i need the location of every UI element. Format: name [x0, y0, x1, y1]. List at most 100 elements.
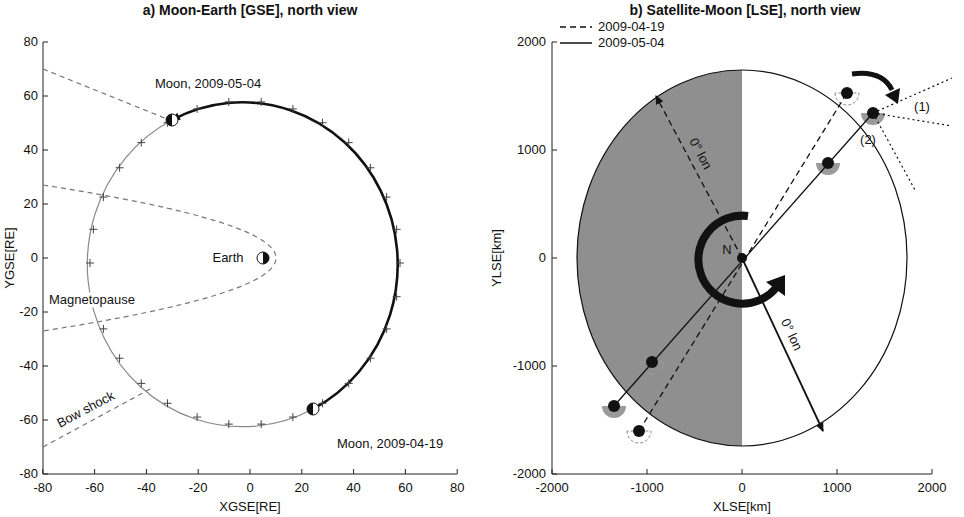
axis-tick [301, 469, 302, 474]
orbit-cross [225, 420, 233, 428]
orbit-crosses [86, 98, 404, 428]
orbit-cross [99, 325, 107, 333]
orbit-cross [366, 354, 374, 362]
earth-symbol [257, 252, 269, 264]
tick-label: 80 [450, 481, 464, 496]
satellite-line-dashed [639, 93, 847, 431]
longitude-label: 0° lon [777, 317, 805, 354]
tick-label: 20 [295, 481, 309, 496]
tick-label: -20 [19, 305, 38, 320]
tick-label: -60 [19, 413, 38, 428]
axis-tick [552, 366, 557, 367]
callout-number: (2) [860, 133, 876, 148]
lon-arrow-dashed [656, 96, 742, 258]
tick-label: -80 [19, 467, 38, 482]
legend-text: 2009-04-19 [598, 20, 665, 35]
axis-tick [552, 42, 557, 43]
axis-tick [742, 469, 743, 474]
tick-label: 60 [24, 89, 38, 104]
axis-title: XLSE[km] [713, 500, 771, 515]
axis-tick [43, 204, 48, 205]
orbit-thick [172, 102, 398, 409]
orbit-cross [366, 164, 374, 172]
moon-disc [577, 70, 907, 446]
tick-label: 40 [346, 481, 360, 496]
axis-tick [932, 469, 933, 474]
axis-tick [43, 474, 48, 475]
orbit-cross [257, 98, 265, 106]
orbit-cross [396, 259, 404, 267]
tick-label: 0 [738, 481, 745, 496]
axis-tick [837, 469, 838, 474]
moon-label: Moon, 2009-04-19 [337, 437, 443, 452]
tick-label: -2000 [513, 467, 546, 482]
tick-label: 40 [24, 143, 38, 158]
axis-tick [250, 469, 251, 474]
tick-label: 0 [539, 251, 546, 266]
boundary-label: Magnetopause [47, 293, 137, 308]
orbit-cross [137, 139, 145, 147]
legend-text: 2009-05-04 [598, 36, 665, 51]
orbit-cross [116, 354, 124, 362]
tick-label: -2000 [535, 481, 568, 496]
axis-tick [94, 469, 95, 474]
tick-label: -80 [33, 481, 52, 496]
orbit-cross [345, 379, 353, 387]
moon-label: Moon, 2009-05-04 [155, 77, 261, 92]
tick-label: 2000 [918, 481, 947, 496]
axis-tick [146, 469, 147, 474]
orbit-cross [319, 399, 327, 407]
rotation-arrow [698, 216, 785, 304]
axis-tick [552, 474, 557, 475]
orbit-cross [164, 399, 172, 407]
north-label: N [722, 243, 731, 258]
orbit-cross [137, 379, 145, 387]
orbit-cross [319, 119, 327, 127]
fov-wedges [602, 93, 885, 443]
tick-label: -60 [85, 481, 104, 496]
moon-night-half [577, 70, 742, 446]
tick-label: 60 [398, 481, 412, 496]
fov-lines [873, 78, 952, 190]
axis-tick [552, 258, 557, 259]
longitude-label: 0° lon [686, 136, 715, 172]
tick-label: 2000 [517, 35, 546, 50]
earth-label: Earth [212, 251, 243, 266]
tick-label: 0 [246, 481, 253, 496]
tick-label: 20 [24, 197, 38, 212]
axis-title: YGSE[RE] [3, 227, 18, 288]
axis-tick [552, 150, 557, 151]
axis-tick [647, 469, 648, 474]
tick-label: 80 [24, 35, 38, 50]
axis-tick [43, 366, 48, 367]
orbit-cross [193, 413, 201, 421]
axis-title: YLSE[km] [490, 229, 505, 287]
tick-label: -40 [19, 359, 38, 374]
orbit-cross [225, 98, 233, 106]
axis-title: XGSE[RE] [219, 500, 280, 515]
orbit-cross [289, 105, 297, 113]
axis-ticks [43, 42, 932, 474]
orbit-direction-arrow [852, 73, 900, 104]
orbit-cross [193, 105, 201, 113]
axis-tick [198, 469, 199, 474]
tick-label: -1000 [630, 481, 663, 496]
axis-tick [43, 420, 48, 421]
axis-tick [43, 258, 48, 259]
axis-tick [43, 150, 48, 151]
orbit-cross [257, 420, 265, 428]
orbit-cross [289, 413, 297, 421]
satellite-dots [608, 87, 879, 437]
orbit-cross [393, 225, 401, 233]
axis-tick [43, 42, 48, 43]
tick-label: -20 [189, 481, 208, 496]
orbit-cross [383, 193, 391, 201]
callout-number: (1) [914, 100, 930, 115]
orbit-cross [345, 139, 353, 147]
satellite-line [614, 113, 873, 406]
orbit-cross [393, 293, 401, 301]
axis-tick [405, 469, 406, 474]
orbit-cross [383, 325, 391, 333]
